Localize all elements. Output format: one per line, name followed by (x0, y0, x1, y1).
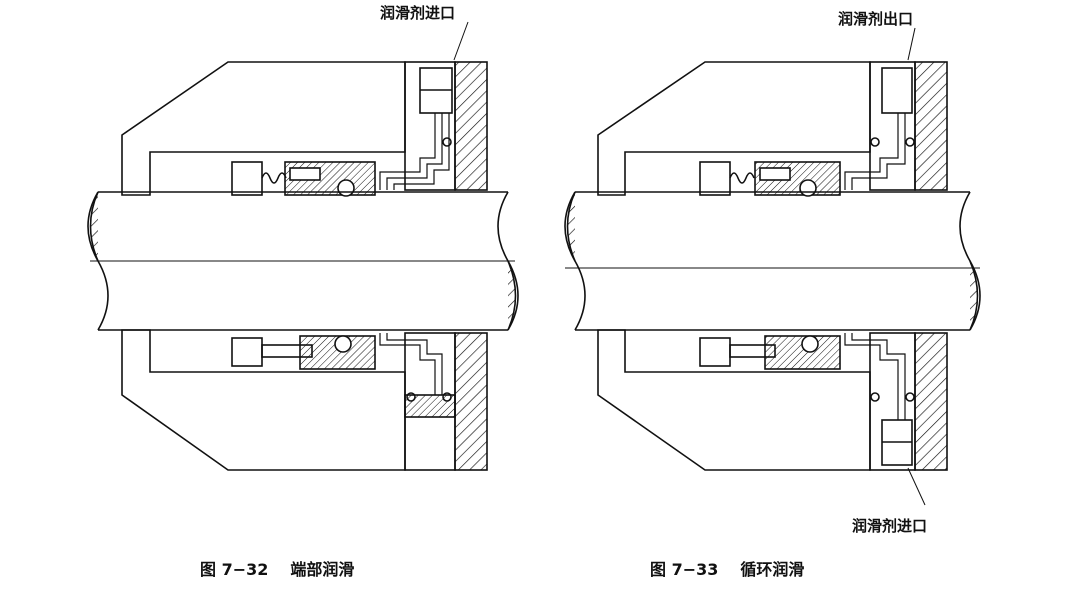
figure-7-33-drawing (564, 27, 981, 506)
spring-top (729, 172, 755, 184)
lube-channel-bottom (379, 333, 436, 395)
spring-seat-top (699, 161, 731, 196)
o-ring (905, 137, 915, 147)
lube-channel-bottom (844, 333, 899, 420)
outlet-port (881, 67, 913, 114)
label-inlet-fig33: 润滑剂进口 (852, 517, 928, 535)
lube-channel-top (379, 113, 436, 190)
shaft (98, 191, 508, 331)
caption-number: 图 7−32 (200, 560, 269, 579)
spring-seat-bottom (699, 337, 731, 367)
shaft (575, 191, 970, 331)
label-outlet-fig33: 润滑剂出口 (838, 10, 914, 28)
o-ring (442, 137, 452, 147)
seal-ring-bottom (299, 335, 376, 370)
leader-outlet-33 (907, 27, 916, 61)
leader-inlet-33 (907, 467, 926, 506)
caption-number: 图 7−33 (650, 560, 719, 579)
end-cover-bottom (914, 332, 948, 471)
o-ring (905, 392, 915, 402)
end-cover-bottom (454, 332, 488, 471)
o-ring (870, 392, 880, 402)
figure-7-32-drawing (87, 21, 519, 471)
lube-channel-top (844, 113, 899, 190)
caption-fig33: 图 7−33 循环润滑 (650, 556, 804, 580)
seal-ring-top (284, 161, 376, 196)
end-cover-top (914, 61, 948, 191)
leader-inlet-32 (453, 21, 469, 61)
o-ring (870, 137, 880, 147)
caption-title: 循环润滑 (740, 560, 805, 579)
spring-seat-top (231, 161, 263, 196)
label-inlet-fig32: 润滑剂进口 (380, 4, 456, 22)
o-ring (406, 392, 416, 402)
caption-title: 端部润滑 (290, 560, 355, 579)
spring-top (261, 172, 287, 184)
caption-fig32: 图 7−32 端部润滑 (200, 556, 354, 580)
end-cover-top (454, 61, 488, 191)
o-ring (442, 392, 452, 402)
spring-seat-bottom (231, 337, 263, 367)
